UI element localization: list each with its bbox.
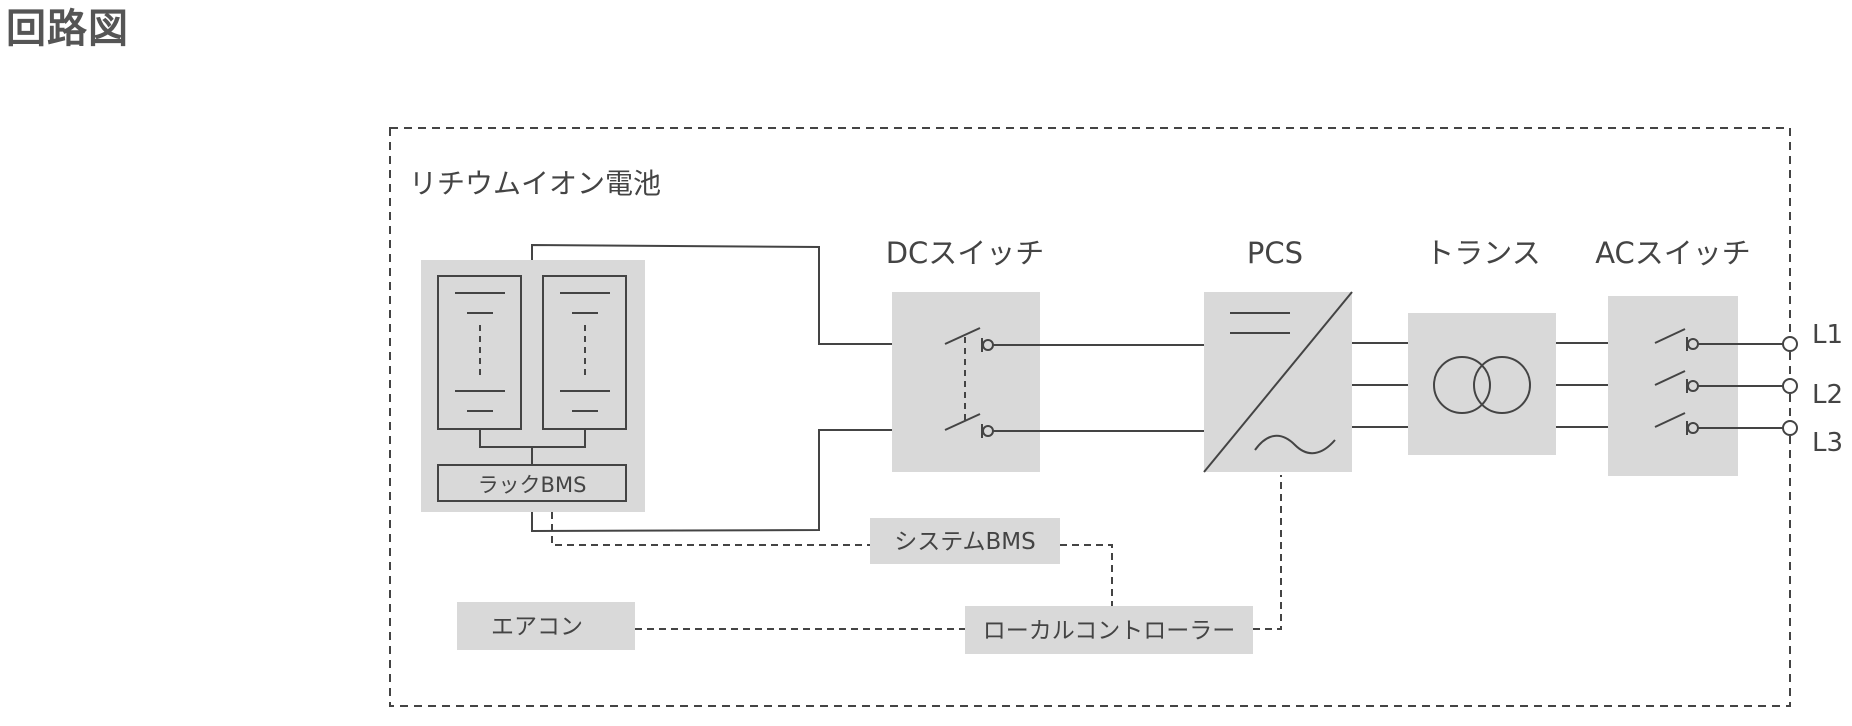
rack-bms-box: [437, 464, 627, 502]
local-controller-label: ローカルコントローラー: [983, 618, 1236, 644]
air-conditioner-label: エアコン: [491, 614, 583, 640]
rack-bms-label: ラックBMS: [478, 473, 587, 497]
ac-switch-label: ACスイッチ: [1595, 236, 1751, 270]
dc-switch-label: DCスイッチ: [886, 236, 1045, 270]
output-terminals: [1782, 336, 1798, 436]
dc-switch: [892, 292, 1040, 472]
air-conditioner-block: エアコン: [457, 602, 635, 650]
ac-lines-pcs-transformer: [1352, 342, 1408, 428]
terminal-l1: [1782, 336, 1798, 352]
output-label-l2: L2: [1812, 380, 1843, 410]
dc-bus-lines: [1040, 344, 1204, 432]
communication-lines: [551, 475, 1282, 630]
enclosure-label: リチウムイオン電池: [409, 167, 661, 200]
battery-rack: ラックBMS: [421, 260, 645, 512]
battery-enclosure-boundary: [389, 127, 1791, 707]
terminal-l3: [1782, 420, 1798, 436]
local-controller-block: ローカルコントローラー: [965, 606, 1253, 654]
transformer-label: トランス: [1425, 236, 1540, 270]
output-label-l1: L1: [1812, 320, 1843, 350]
terminal-l2: [1782, 378, 1798, 394]
ac-switch: [1608, 296, 1783, 476]
system-bms-block: システムBMS: [870, 518, 1060, 564]
page-title: 回路図: [6, 6, 129, 52]
system-bms-label: システムBMS: [894, 529, 1036, 555]
pcs-label: PCS: [1247, 236, 1303, 270]
dc-wiring: [531, 243, 945, 533]
output-label-l3: L3: [1812, 428, 1843, 458]
transformer: [1408, 313, 1556, 455]
pcs-converter: [1203, 291, 1353, 473]
